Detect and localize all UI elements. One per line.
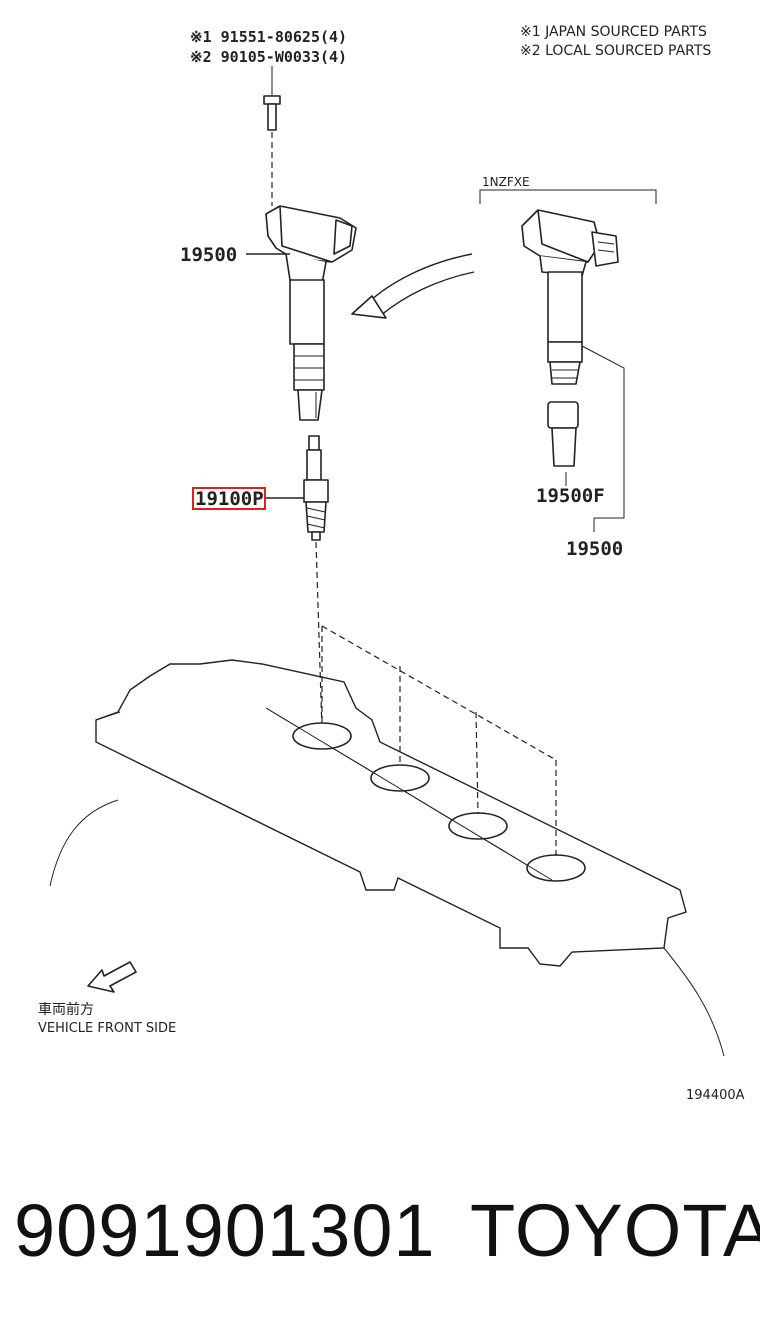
install-guide-lines xyxy=(321,625,557,856)
variant-label: 1NZFXE xyxy=(482,175,530,189)
brand-caption: TOYOTA xyxy=(470,1189,760,1272)
curved-arrow-icon xyxy=(351,253,475,319)
arrow-left-down-icon xyxy=(87,961,137,993)
coil-boot xyxy=(547,401,579,467)
callout-coil-boot: 19500F xyxy=(536,485,605,507)
bolt xyxy=(263,66,281,131)
bolt-callout-2: ※2 90105-W0033(4) xyxy=(190,48,347,66)
diagram-code: 194400A xyxy=(686,1088,745,1103)
ignition-coil-variant xyxy=(521,209,619,385)
assembly-bracket xyxy=(581,345,625,519)
spark-plug-highlight xyxy=(192,487,266,510)
ignition-coil-main xyxy=(265,205,357,421)
callout-coil-variant: 19500 xyxy=(566,538,623,560)
cylinder-head-cover xyxy=(49,659,725,1057)
callout-spark-plug: 19100P xyxy=(195,488,264,510)
variant-bracket xyxy=(479,189,657,204)
direction-english: VEHICLE FRONT SIDE xyxy=(38,1021,176,1036)
callout-coil-main: 19500 xyxy=(180,244,237,266)
plug-guide-line xyxy=(315,541,323,731)
legend-local-sourced: ※2 LOCAL SOURCED PARTS xyxy=(520,43,711,59)
direction-japanese: 車両前方 xyxy=(38,1001,94,1018)
bolt-callout-1: ※1 91551-80625(4) xyxy=(190,28,347,46)
legend-japan-sourced: ※1 JAPAN SOURCED PARTS xyxy=(520,24,707,40)
part-number-caption: 9091901301 xyxy=(14,1189,436,1272)
spark-plug xyxy=(303,435,329,541)
